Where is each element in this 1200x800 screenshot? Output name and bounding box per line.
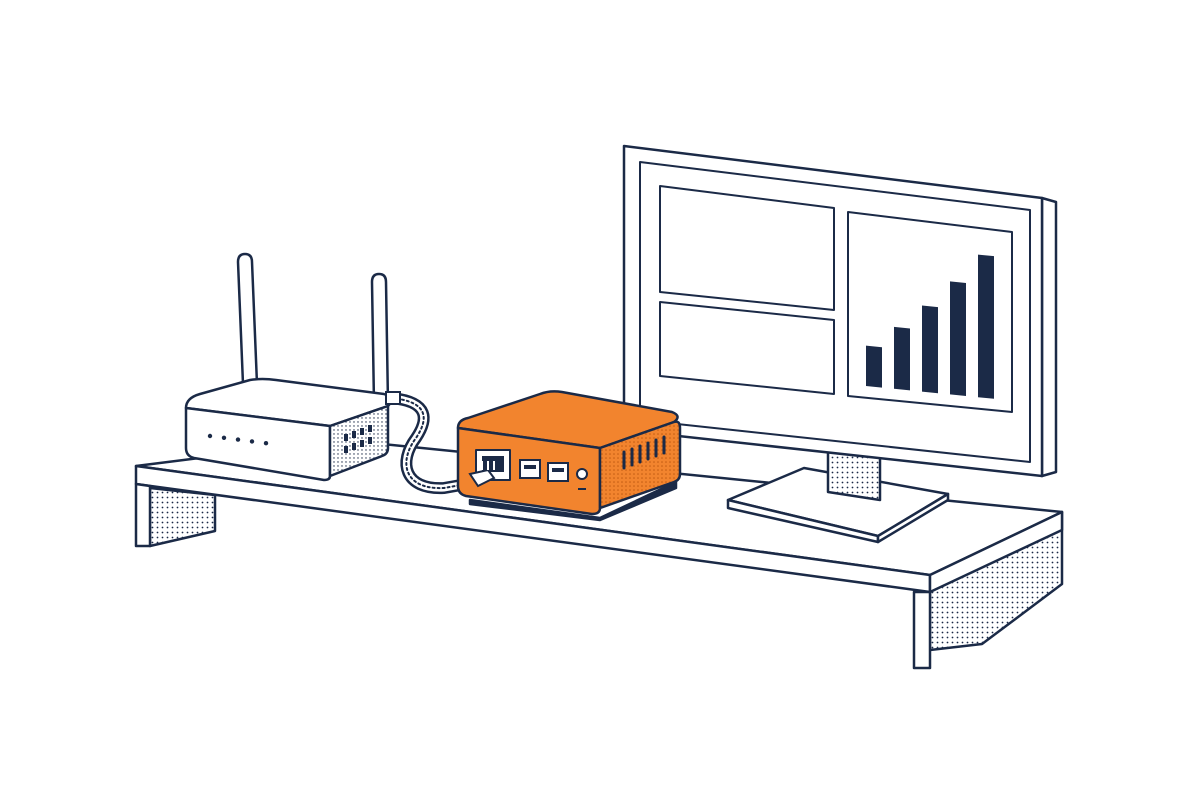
router-vent-slot — [368, 437, 372, 444]
mini-pc-power-led — [578, 488, 586, 490]
router-vent-slot — [360, 440, 364, 447]
shelf-left-leg — [148, 486, 217, 548]
chart-bar — [894, 326, 910, 391]
router — [184, 252, 393, 482]
router-led — [221, 435, 227, 440]
cable-plug-mini-pc — [468, 468, 496, 488]
usb-port-tongue — [524, 465, 536, 469]
usb-port-tongue — [552, 468, 564, 472]
router-vent-slot — [352, 431, 356, 438]
ethernet-cable — [386, 392, 484, 495]
router-vent-slot — [344, 446, 348, 453]
router-led — [235, 437, 241, 442]
screen-panel-bottom-left — [659, 301, 835, 395]
router-led — [263, 441, 269, 446]
chart-bar — [978, 254, 994, 399]
cable-plug-router — [385, 391, 401, 405]
mini-pc-usb-ports — [519, 459, 569, 482]
router-vent-slot — [352, 443, 356, 450]
mini-pc — [456, 390, 682, 522]
monitor-bar-chart — [866, 254, 994, 399]
router-side — [328, 404, 390, 478]
mini-pc-side-vents — [622, 435, 666, 470]
mini-pc-top — [456, 390, 679, 450]
shelf-right-leg-front — [912, 590, 932, 670]
monitor-stand-base-side — [876, 492, 950, 544]
screen-panel-top-left — [659, 185, 835, 311]
monitor-bezel-side — [1040, 196, 1058, 478]
router-status-leds — [207, 425, 372, 453]
router-vent-slot — [360, 428, 364, 435]
router-led — [207, 433, 213, 439]
mini-pc-audio-jack — [576, 468, 588, 480]
shelf-right-edge — [928, 510, 1064, 594]
router-antenna-right — [370, 272, 390, 406]
chart-bar — [950, 281, 966, 396]
router-led — [249, 439, 255, 444]
router-antenna-left — [236, 252, 259, 386]
chart-bar — [922, 305, 938, 394]
monitor — [622, 144, 1058, 544]
router-vent-slot — [344, 434, 348, 441]
mini-pc-side — [598, 420, 682, 510]
router-vent-slot — [368, 425, 372, 432]
mini-pc-foot — [468, 480, 678, 522]
chart-bar — [866, 345, 882, 388]
shelf-left-leg-front — [134, 482, 152, 548]
